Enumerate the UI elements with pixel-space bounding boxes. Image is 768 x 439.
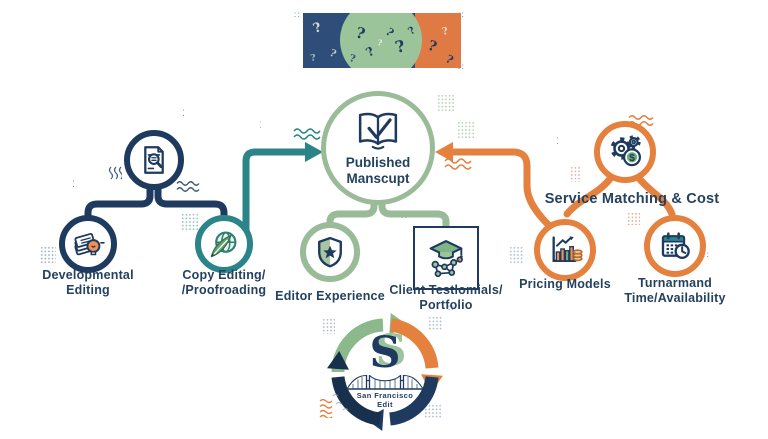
label-line: /Proofroading xyxy=(181,282,267,297)
node-turnaround-time xyxy=(644,215,706,277)
label-client-testimonials: Client Testlomials/ Portfolio xyxy=(376,283,516,313)
dots-pattern xyxy=(322,318,335,334)
center-node-label: Published Manscupt xyxy=(326,155,430,186)
papers-lightbulb-icon xyxy=(74,232,105,256)
svg-text:?: ? xyxy=(377,37,384,48)
calendar-clock-icon xyxy=(661,232,690,259)
node-pricing-models xyxy=(534,219,596,281)
center-label-line2: Manscupt xyxy=(346,170,410,186)
label-line: Portfolio xyxy=(419,297,473,312)
label-line: Editing xyxy=(66,282,110,297)
colon-mark: ⁚ xyxy=(72,179,76,189)
label-line: Developmental xyxy=(42,268,134,282)
wave-decoration xyxy=(176,181,200,192)
connector-orange-arrow xyxy=(435,142,560,236)
label-copy-editing: Copy Editing/ /Proofroading xyxy=(154,268,294,298)
bar-chart-coins-icon xyxy=(552,236,583,262)
label-editor-experience: Editor Experience xyxy=(255,289,405,304)
bridge-icon xyxy=(346,374,424,390)
label-line: Editor Experience xyxy=(275,289,385,303)
label-line: Service Matching & Cost xyxy=(544,191,720,207)
node-copy-editing xyxy=(195,215,253,273)
dots-pattern xyxy=(570,166,582,182)
dots-pattern xyxy=(627,212,640,225)
label-service-matching: Service Matching & Cost xyxy=(542,191,722,208)
label-turnaround-time: Turnarmand Time/Availability xyxy=(605,276,745,306)
label-line: Copy Editing/ xyxy=(182,268,266,282)
colon-mark: ⁚ xyxy=(556,136,560,146)
graduation-network-icon xyxy=(429,240,463,278)
dots-pattern xyxy=(437,94,454,111)
dots-pattern xyxy=(424,404,442,418)
svg-text:?: ? xyxy=(441,26,450,38)
question-marks-banner: ? ? ? ? ? ? ? ? ? ? ? ? ? ? xyxy=(303,13,461,68)
dots-pattern xyxy=(40,246,56,264)
node-developmental-editing xyxy=(59,215,117,273)
svg-text:?: ? xyxy=(406,25,417,37)
label-line: Client Testlomials/ xyxy=(389,283,503,297)
node-editor-experience xyxy=(300,222,360,282)
wave-decoration xyxy=(319,398,333,418)
label-line: Time/Availability xyxy=(624,290,726,305)
cycle-arrows-icon xyxy=(327,313,443,431)
label-pricing-models: Pricing Models xyxy=(495,277,635,292)
connector-right-tree xyxy=(563,172,676,218)
node-client-testimonials xyxy=(413,226,479,290)
colon-mark: ⁚ xyxy=(259,120,263,130)
shield-star-icon xyxy=(318,236,342,268)
node-service-matching: $ xyxy=(594,121,656,183)
quill-globe-icon xyxy=(210,231,237,258)
connector-teal-arrow xyxy=(242,142,323,236)
svg-text:?: ? xyxy=(336,22,345,33)
open-book-icon xyxy=(358,112,398,150)
svg-text:?: ? xyxy=(328,48,338,61)
label-line: Turnarmand xyxy=(638,276,712,290)
colon-mark: ∷ xyxy=(294,10,301,20)
logo-name-line1: San Francisco xyxy=(356,391,414,400)
wave-decoration xyxy=(293,128,321,140)
svg-text:?: ? xyxy=(348,53,356,65)
dots-pattern xyxy=(509,246,523,264)
dots-pattern xyxy=(428,316,442,330)
svg-text:?: ? xyxy=(310,53,317,64)
logo-name-line2: Edit xyxy=(377,400,393,410)
center-label-line1: Published xyxy=(345,154,411,170)
colon-mark: ∷ xyxy=(448,303,455,313)
label-developmental-editing: Developmental Editing xyxy=(18,268,158,298)
logo-monogram: S xyxy=(369,328,401,378)
dots-pattern xyxy=(181,213,198,230)
node-manuscript-review xyxy=(124,130,184,190)
colon-mark: ∷ xyxy=(703,250,710,260)
wave-decoration xyxy=(108,166,122,180)
gears-dollar-icon: $ xyxy=(610,135,642,167)
logo-monogram-shadow: S xyxy=(375,326,407,376)
svg-text:$: $ xyxy=(629,152,635,164)
logo-name: San Francisco Edit xyxy=(345,391,425,410)
document-magnifier-icon xyxy=(144,146,164,174)
connector-bottom-tree xyxy=(326,186,450,238)
label-line: Pricing Models xyxy=(519,277,611,291)
dots-pattern xyxy=(457,121,474,138)
colon-mark: ⁚ xyxy=(182,108,186,118)
connector-left-tree xyxy=(84,168,228,234)
node-published-manuscript: Published Manscupt xyxy=(321,91,435,205)
